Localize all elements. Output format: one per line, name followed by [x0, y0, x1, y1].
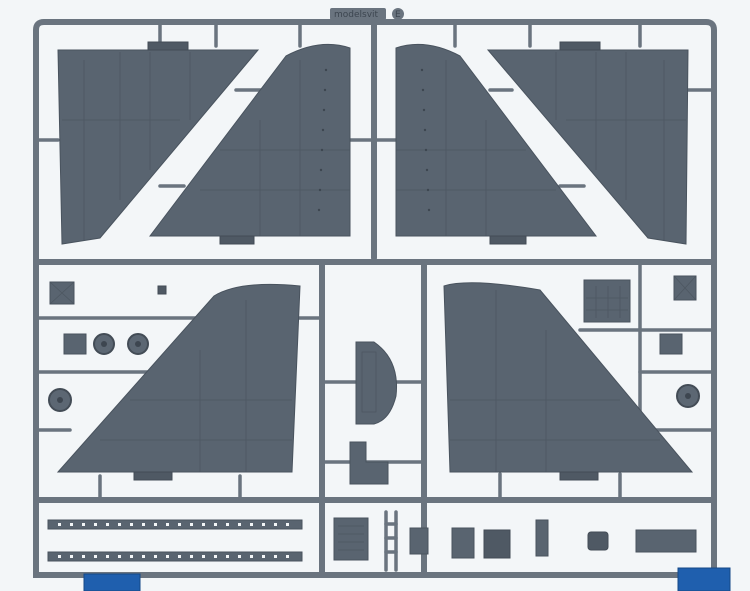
- stabilizer-part-right: [443, 282, 694, 481]
- part-tag-text: E: [395, 10, 401, 20]
- molded-label-text: modelsvit: [334, 10, 379, 20]
- rivet-rows: [317, 68, 431, 212]
- bottom-rails: [47, 519, 303, 562]
- wing-part-top-right-1: [395, 43, 598, 245]
- bottom-small-parts: [333, 510, 697, 572]
- stabilizer-part-left: [56, 283, 301, 481]
- wing-part-top-left-2: [148, 43, 351, 245]
- blue-clips: [83, 567, 731, 591]
- wing-part-top-right-2: [486, 41, 689, 245]
- right-small-parts: [583, 275, 700, 408]
- wing-part-top-left-1: [57, 41, 260, 245]
- center-seat-part: [349, 441, 389, 485]
- left-small-parts: [48, 281, 167, 412]
- center-bulkhead-part: [355, 341, 398, 425]
- runner-frame: [33, 19, 717, 578]
- molded-label: modelsvit E: [330, 8, 404, 20]
